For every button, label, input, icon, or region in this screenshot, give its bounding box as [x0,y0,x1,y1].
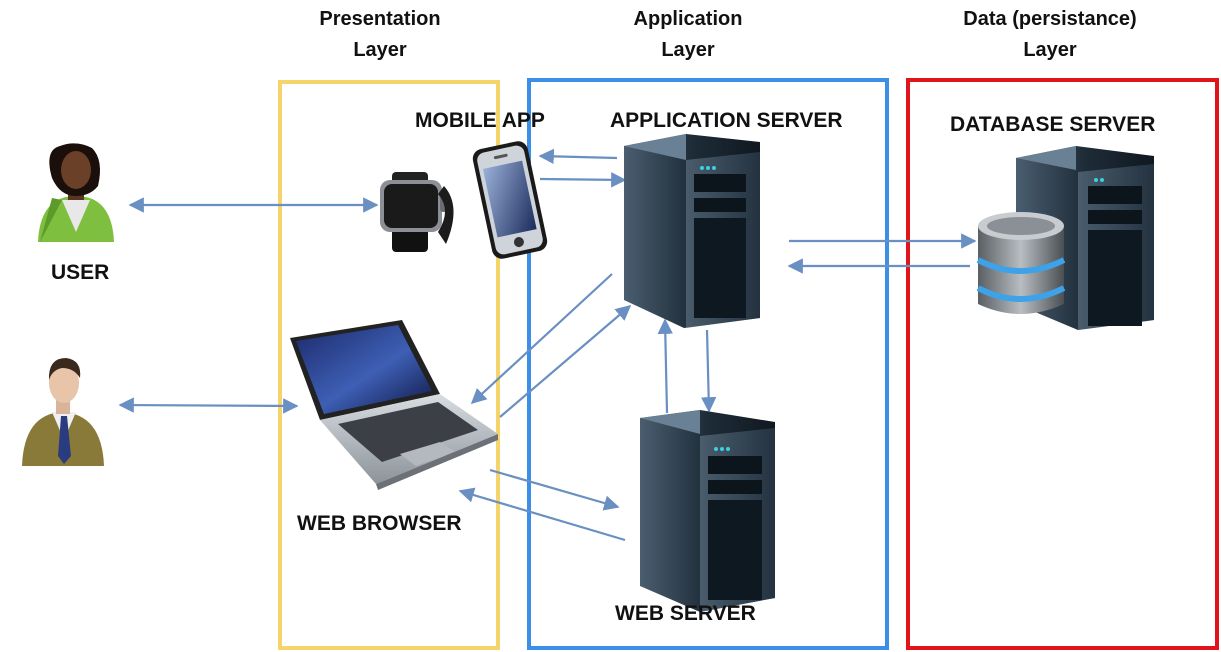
user-man-icon [22,358,104,466]
data-title-line1: Data (persistance) [963,8,1137,30]
presentation-layer-box [278,80,500,650]
mobile-app-label: MOBILE APP [415,109,545,132]
arrow-webserver-to-appserver [657,318,673,414]
arrow-appserver-to-webserver [700,329,717,413]
database-server-label: DATABASE SERVER [950,113,1156,136]
arrow-phone-to-appserver [539,172,627,188]
arrow-laptop-to-webserver [489,468,620,511]
data-title-line2: Layer [1023,39,1077,61]
mobile-phone-icon [472,141,548,259]
arrow-appserver-to-laptop [470,273,613,405]
database-cylinder-icon [976,212,1066,314]
arrow-laptop-to-appserver [499,305,632,418]
arrow-webserver-to-laptop [458,487,626,542]
presentation-layer-title: Presentation Layer [290,4,470,66]
user-label: USER [51,261,110,284]
laptop-icon [290,320,498,490]
web-server-label: WEB SERVER [615,602,756,625]
application-server-icon [624,134,760,328]
smartwatch-icon [380,172,454,252]
application-layer-box [527,78,889,650]
data-layer-title: Data (persistance) Layer [930,4,1170,66]
application-server-label: APPLICATION SERVER [610,109,843,132]
arrow-appserver-to-phone [538,148,618,165]
web-browser-label: WEB BROWSER [297,512,462,535]
application-title-line2: Layer [661,39,715,61]
application-layer-title: Application Layer [598,4,778,66]
presentation-title-line1: Presentation [319,8,441,30]
arrow-user2-laptop [118,397,299,414]
application-title-line1: Application [633,8,743,30]
connector-arrows [118,148,977,542]
data-layer-box [906,78,1219,650]
web-server-icon [640,410,775,612]
user-woman-icon [38,143,114,242]
presentation-title-line2: Layer [353,39,407,61]
